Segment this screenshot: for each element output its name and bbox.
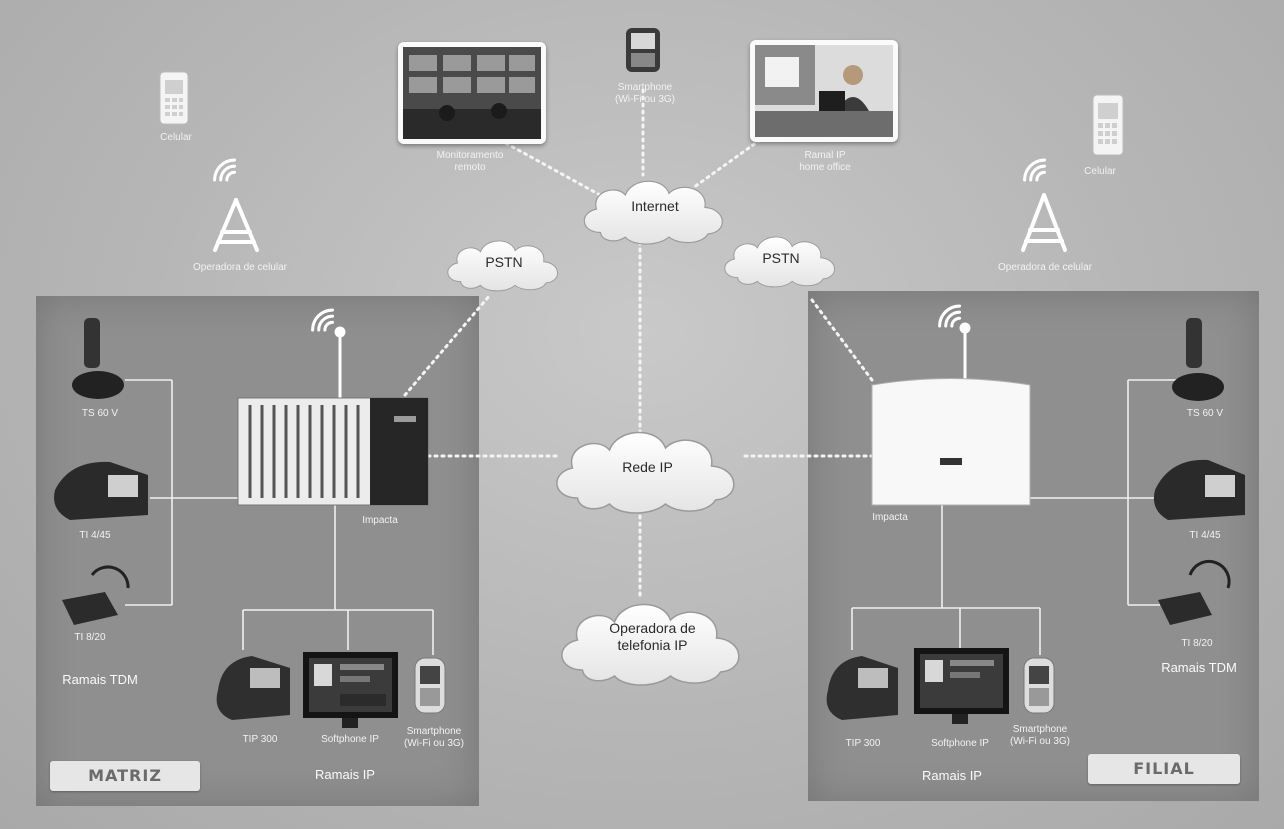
rede-ip-cloud: Rede IP — [622, 459, 673, 475]
smartphone-top-line2: (Wi-Fi ou 3G) — [615, 94, 675, 105]
ramal-remoto-label: Ramal IP home office — [770, 150, 880, 174]
matriz-smart-line2: (Wi-Fi ou 3G) — [404, 738, 464, 749]
pstn-right-cloud: PSTN — [762, 250, 800, 266]
ramal-remoto-line2: home office — [799, 162, 851, 173]
home-office-photo — [750, 40, 898, 142]
filial-smart-line2: (Wi-Fi ou 3G) — [1010, 736, 1070, 747]
matriz-pbx-label: Impacta — [362, 515, 398, 526]
matriz-smart-line1: Smartphone — [406, 726, 462, 737]
matriz-ti-label: TI 4/45 — [79, 530, 111, 541]
filial-tip-label: TIP 300 — [845, 738, 881, 749]
operadora-ip-cloud: Operadora de telefonia IP — [575, 620, 730, 654]
filial-pbx-label: Impacta — [872, 512, 908, 523]
filial-ts-label: TS 60 V — [1186, 408, 1224, 419]
filial-smart-line1: Smartphone — [1012, 724, 1068, 735]
matriz-softphone-label: Softphone IP — [321, 734, 379, 745]
ramal-remoto-line1: Ramal IP — [804, 150, 846, 161]
celular-right-label: Celular — [1084, 166, 1116, 177]
monitoramento-label: Monitoramento remoto — [410, 150, 530, 174]
filial-headset-label: TI 8/20 — [1181, 638, 1213, 649]
filial-smart-label: Smartphone (Wi-Fi ou 3G) — [1000, 724, 1080, 748]
operadora-celular-left-label: Operadora de celular — [193, 262, 287, 273]
matriz-badge: MATRIZ — [50, 761, 200, 791]
monitoramento-line1: Monitoramento — [436, 150, 504, 161]
matriz-ts-label: TS 60 V — [81, 408, 119, 419]
matriz-tip-label: TIP 300 — [242, 734, 278, 745]
operadora-celular-right-label: Operadora de celular — [998, 262, 1092, 273]
celular-left-label: Celular — [160, 132, 192, 143]
smartphone-top-label: Smartphone (Wi-Fi ou 3G) — [590, 82, 700, 106]
operadora-ip-line1: Operadora de — [609, 620, 696, 636]
pstn-left-cloud: PSTN — [485, 254, 523, 270]
filial-ramais-ip: Ramais IP — [922, 768, 982, 783]
matriz-smart-label: Smartphone (Wi-Fi ou 3G) — [394, 726, 474, 750]
matriz-ramais-tdm: Ramais TDM — [62, 672, 138, 687]
monitoramento-line2: remoto — [454, 162, 486, 173]
smartphone-top-line1: Smartphone — [617, 82, 673, 93]
operadora-ip-line2: telefonia IP — [617, 637, 688, 653]
filial-ti-label: TI 4/45 — [1189, 530, 1221, 541]
matriz-headset-label: TI 8/20 — [74, 632, 106, 643]
monitoring-photo — [398, 42, 546, 144]
filial-softphone-label: Softphone IP — [931, 738, 989, 749]
filial-badge: FILIAL — [1088, 754, 1240, 784]
filial-ramais-tdm: Ramais TDM — [1161, 660, 1237, 675]
internet-cloud: Internet — [631, 198, 679, 214]
matriz-ramais-ip: Ramais IP — [315, 767, 375, 782]
